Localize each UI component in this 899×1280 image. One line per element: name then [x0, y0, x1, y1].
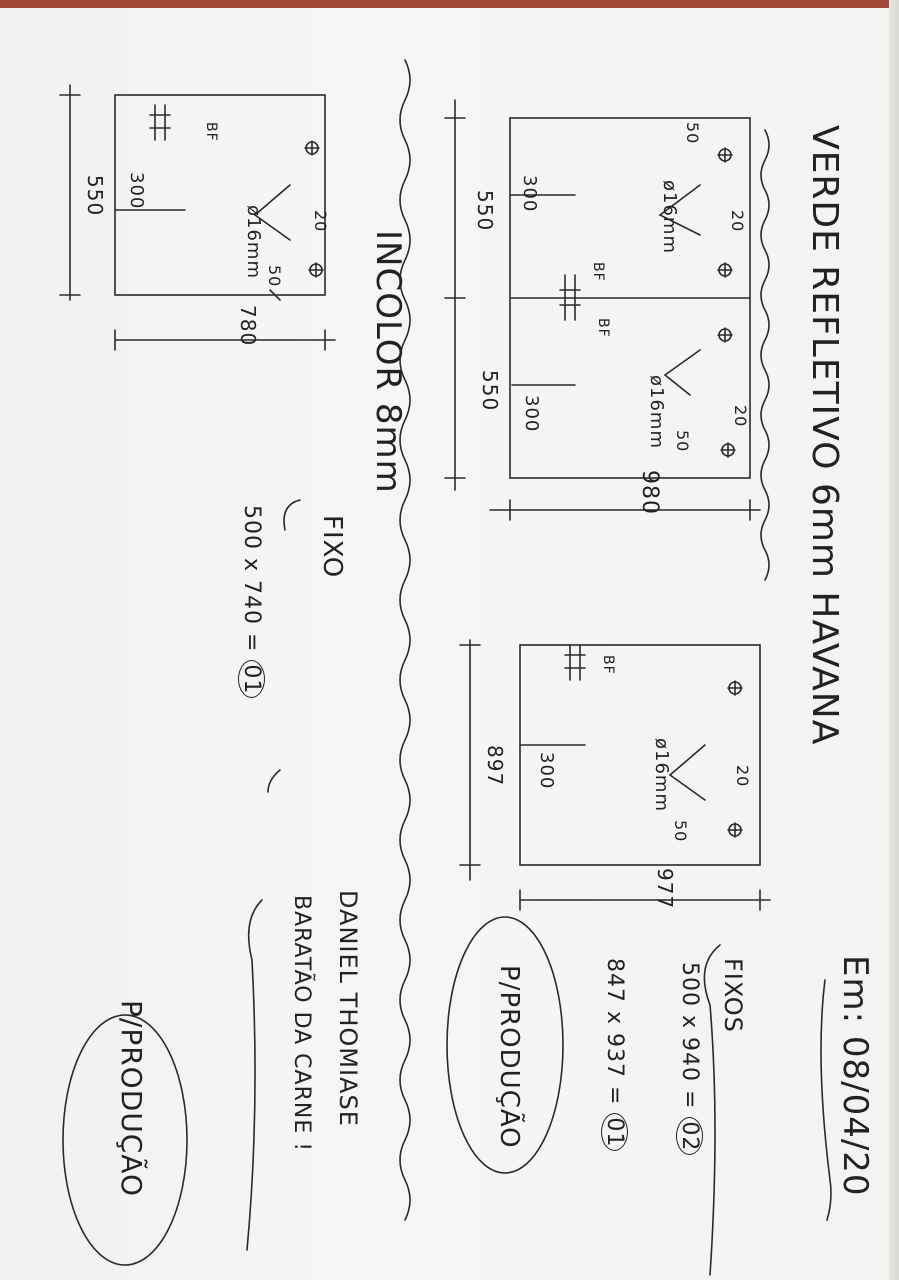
table-edge-top: [0, 0, 899, 8]
incolor-line1: 500 x 740 = 01: [238, 505, 265, 699]
p1-dim300-b: 300: [521, 395, 542, 433]
fixos-line1-text: 500 x 940 =: [677, 962, 702, 1110]
p1-width: 980: [637, 470, 662, 515]
p3-bf: BF: [203, 122, 219, 142]
client-name: DANIEL THOMIASE: [334, 890, 362, 1127]
p2-bf: BF: [600, 655, 616, 675]
p1-offset-b: 50: [673, 430, 692, 453]
p1-dim300-a: 300: [519, 175, 540, 213]
wavy-divider: [399, 59, 411, 1221]
client-place: BARATÃO DA CARNE !: [289, 895, 314, 1153]
p3-hole: ø16mm: [243, 205, 264, 279]
p3-offset-a: 20: [311, 210, 330, 233]
incolor-bracket: [283, 499, 301, 531]
p1-bf-a: BF: [590, 262, 606, 282]
incolor-line1-text: 500 x 740 =: [239, 505, 264, 653]
fixos-label: FIXOS: [719, 958, 747, 1033]
incolor-label: FIXO: [317, 515, 347, 579]
p3-width: 780: [236, 305, 260, 347]
incolor-line1-qty: 01: [238, 660, 265, 699]
p1-hole-a: ø16mm: [659, 180, 680, 254]
incolor-title: INCOLOR 8mm: [368, 230, 408, 494]
date-underline: [820, 979, 832, 1221]
fixos-line1-qty: 02: [676, 1117, 703, 1156]
p1-bf-b: BF: [595, 318, 611, 338]
p1-height-left: 550: [473, 190, 497, 232]
p1-offset-a: 50: [683, 122, 702, 145]
p2-offset-a: 20: [733, 765, 752, 788]
fixos-line2-qty: 01: [601, 1113, 628, 1152]
piece2-outline: [519, 644, 761, 866]
p2-offset-b: 50: [671, 820, 690, 843]
title-underline: [760, 129, 770, 581]
p3-dim300: 300: [126, 172, 147, 210]
p1-offset-d: 20: [731, 405, 750, 428]
p1-offset-c: 20: [728, 210, 747, 233]
fixos-line2-text: 847 x 937 =: [602, 958, 627, 1106]
p2-height: 897: [483, 745, 507, 787]
header-date: Em: 08/04/20: [835, 955, 875, 1197]
stamp-b-circle: [62, 1014, 188, 1266]
stamp-a-circle: [446, 916, 564, 1174]
p1-height-right: 550: [478, 370, 502, 412]
piece3-outline: [114, 94, 326, 296]
p3-offset-b: 50: [265, 265, 284, 288]
p2-hole: ø16mm: [651, 738, 672, 812]
fixos-line2: 847 x 937 = 01: [601, 958, 628, 1152]
fixos-line1: 500 x 940 = 02: [676, 962, 703, 1156]
header-title: VERDE REFLETIVO 6mm HAVANA: [804, 125, 845, 746]
stamp-production-b: P/PRODUÇÃO: [115, 1000, 148, 1198]
p1-hole-b: ø16mm: [646, 375, 667, 449]
stamp-production-a: P/PRODUÇÃO: [494, 965, 524, 1149]
client-bracket: [246, 899, 263, 1251]
paper-edge-right: [889, 0, 899, 1280]
p3-height: 550: [83, 175, 107, 217]
fixos-bracket: [703, 944, 721, 1276]
p2-width: 977: [653, 868, 677, 910]
p2-dim300: 300: [536, 752, 557, 790]
